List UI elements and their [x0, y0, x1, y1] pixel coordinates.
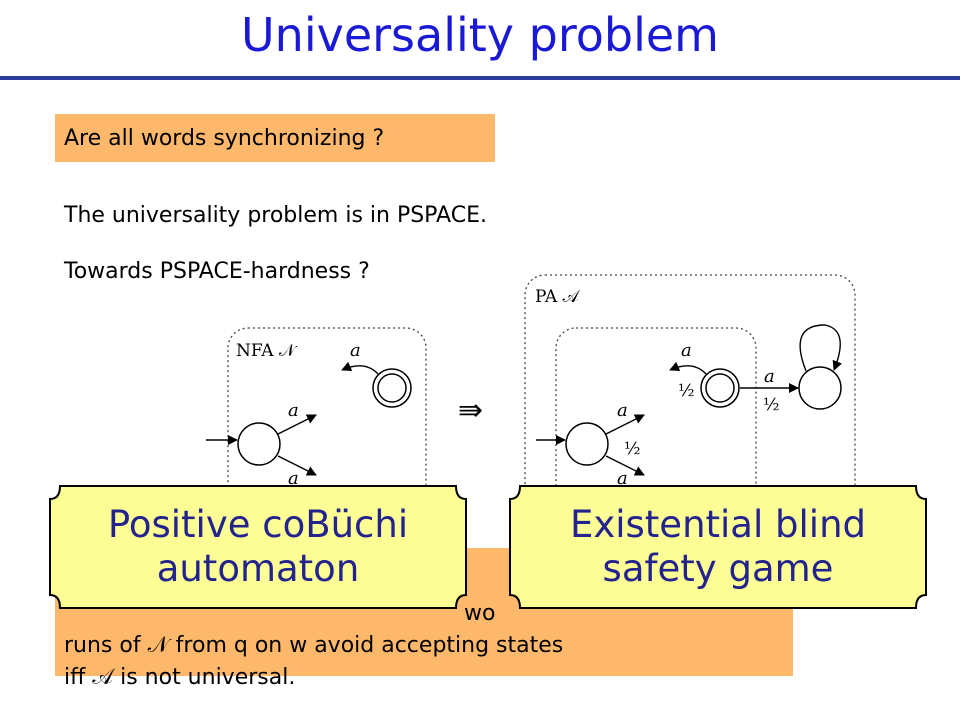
pa-sink-edge-half: ½	[763, 395, 779, 415]
pa-edge-label-half: ½	[678, 381, 694, 401]
reduction-line-2-start: runs of	[64, 632, 141, 658]
question-text: Are all words synchronizing ?	[64, 126, 385, 151]
pa-edge-label-a3: a	[617, 468, 628, 489]
nfa-label: NFA 𝒩	[236, 341, 298, 361]
pa-edge-label-half2: ½	[624, 439, 640, 459]
callout-cobuchi-text: Positive coBüchi automaton	[48, 483, 468, 611]
reduction-line-2: runs of 𝒩 from q on w avoid accepting st…	[64, 630, 793, 662]
title-underline	[0, 76, 960, 80]
question-box: Are all words synchronizing ?	[55, 114, 495, 162]
pa-accepting-state	[700, 368, 740, 408]
nfa-edge-label-a2: a	[288, 400, 299, 421]
reduction-line-2-end: from q on w avoid accepting states	[175, 632, 564, 658]
pa-sink-edge-a: a	[764, 366, 775, 387]
pa-edge-label-a2: a	[617, 400, 628, 421]
reduction-line-2-symbol: 𝒩	[147, 632, 169, 658]
reduction-line-1: wo	[64, 598, 793, 630]
callout-blind-game-line1: Existential blind	[569, 502, 867, 546]
reduction-line-3-start: iff	[64, 664, 86, 690]
statement-hardness: Towards PSPACE-hardness ?	[64, 259, 370, 284]
nfa-accepting-state	[372, 368, 412, 408]
automata-diagram: NFA 𝒩 a a a ⇛ PA 𝒜 a ½ a ½ a ½ a	[206, 274, 856, 560]
callout-blind-game-text: Existential blind safety game	[508, 483, 928, 611]
reduction-line-1-text: wo	[464, 601, 496, 626]
reduction-line-3-symbol: 𝒜	[92, 664, 114, 690]
implies-symbol: ⇛	[458, 393, 483, 428]
callout-cobuchi-line1: Positive coBüchi	[107, 502, 409, 546]
callout-cobuchi: Positive coBüchi automaton	[48, 483, 468, 611]
pa-loop-edge	[669, 361, 707, 375]
callout-blind-game: Existential blind safety game	[508, 483, 928, 611]
callout-blind-game-line2: safety game	[602, 547, 834, 590]
pa-label: PA 𝒜	[535, 287, 581, 307]
nfa-initial-state	[237, 422, 281, 466]
slide-title: Universality problem	[241, 8, 719, 62]
pa-box	[524, 274, 856, 560]
nfa-loop-edge	[341, 361, 379, 375]
callout-cobuchi-line2: automaton	[156, 547, 360, 590]
reduction-line-3-end: is not universal.	[120, 664, 296, 690]
pa-sink-state	[798, 366, 842, 410]
pa-initial-state	[565, 422, 609, 466]
nfa-edge-label-a3: a	[288, 468, 299, 489]
pa-sink-loop	[799, 324, 842, 372]
nfa-box	[227, 327, 427, 560]
callout-blind-game-shape	[509, 485, 927, 609]
callout-cobuchi-shape	[49, 485, 467, 609]
statement-pspace: The universality problem is in PSPACE.	[64, 203, 487, 228]
reduction-line-3: iff 𝒜 is not universal.	[64, 662, 793, 694]
pa-edge-label-a: a	[681, 340, 692, 361]
nfa-edge-label-a: a	[350, 340, 361, 361]
